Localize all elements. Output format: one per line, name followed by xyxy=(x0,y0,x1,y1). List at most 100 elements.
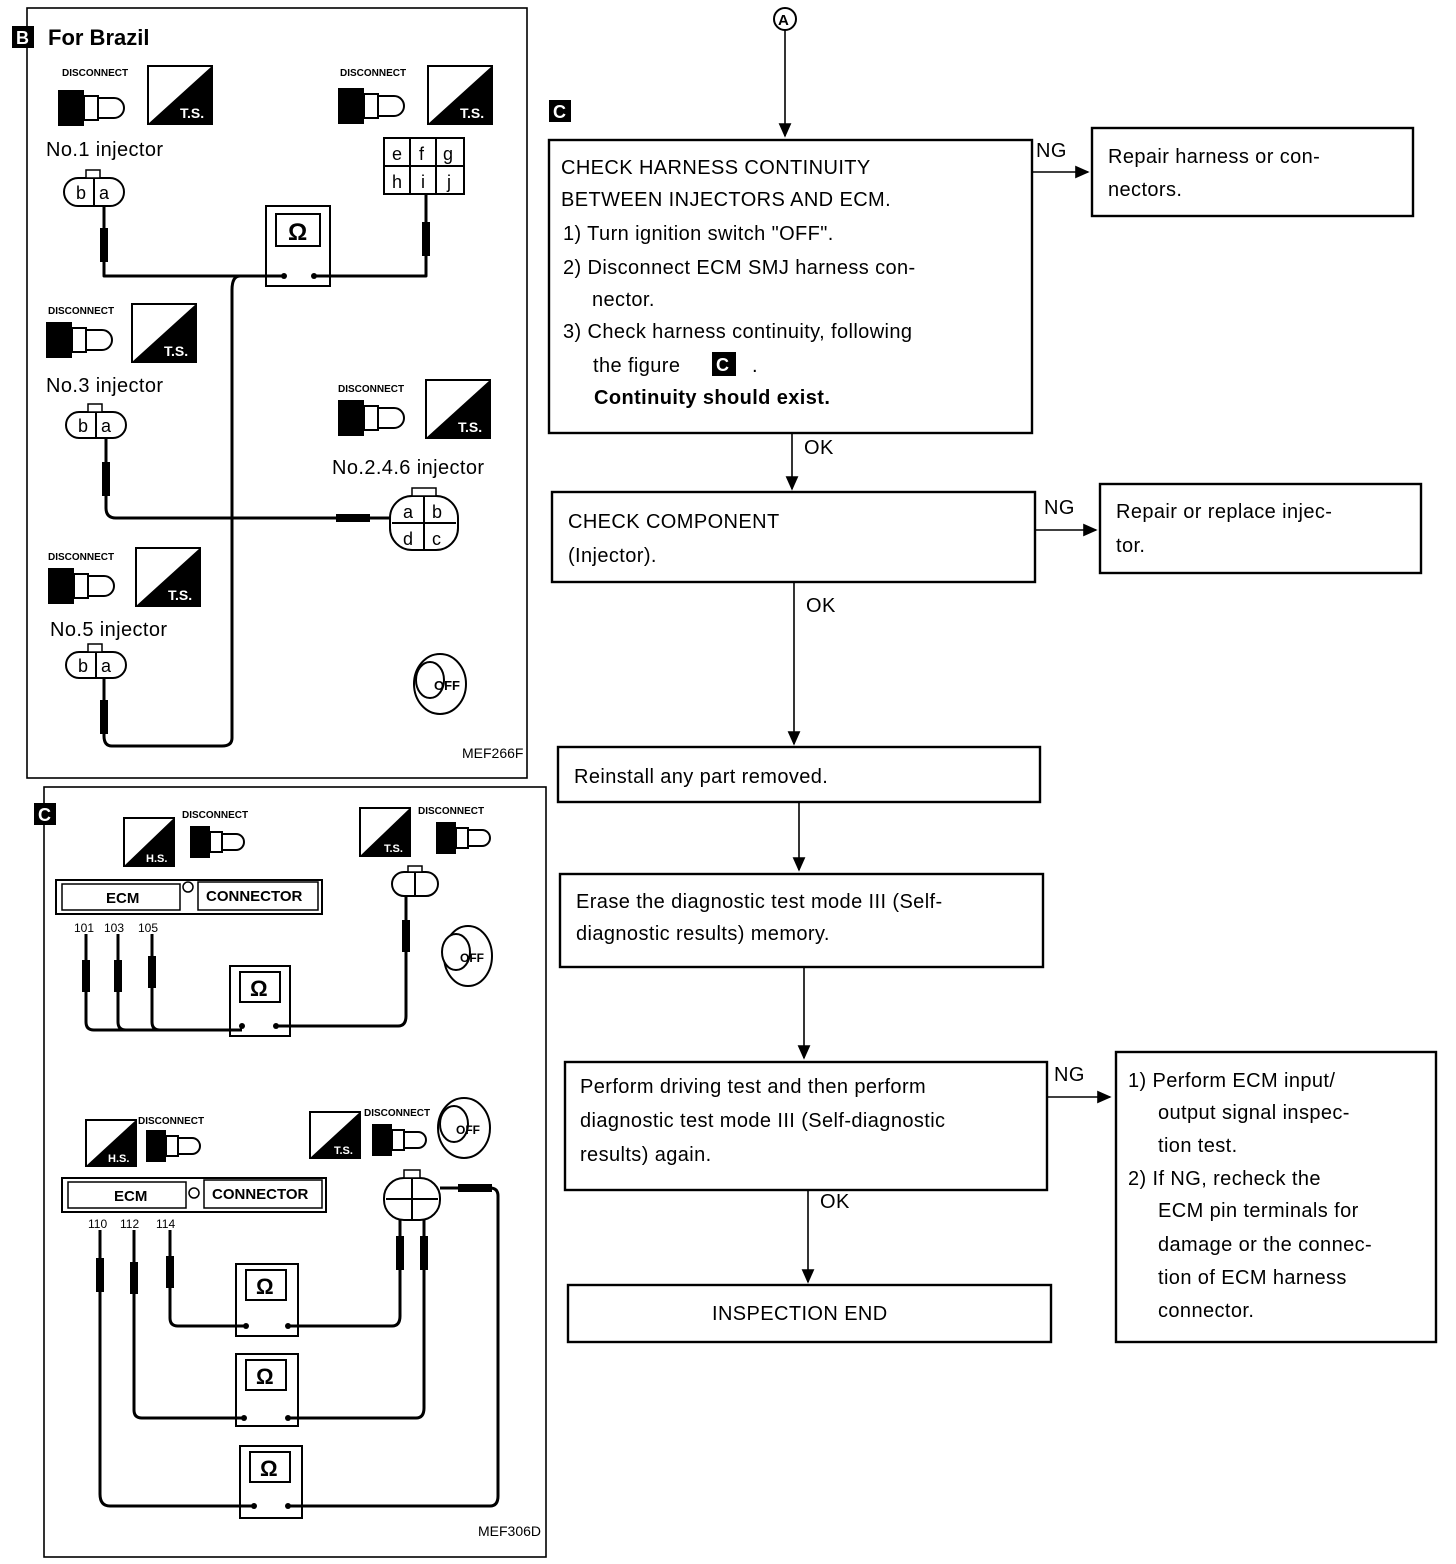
svg-text:.: . xyxy=(752,355,758,377)
svg-text:T.S.: T.S. xyxy=(334,1145,353,1157)
repair-1-box xyxy=(1090,126,1415,218)
panel-c-tag xyxy=(34,803,56,825)
entry-connector: A xyxy=(773,7,797,31)
svg-text:CONNECTOR: CONNECTOR xyxy=(212,1186,309,1203)
step-5-line: Perform driving test and then perform xyxy=(580,1076,926,1098)
step-5-box xyxy=(563,1060,1049,1192)
pin-110: 110 xyxy=(88,1217,107,1231)
step-1-title: CHECK HARNESS CONTINUITY xyxy=(561,157,871,179)
step-1-line: the figure xyxy=(593,355,680,377)
svg-text:OFF: OFF xyxy=(460,951,484,965)
svg-text:a: a xyxy=(101,656,112,676)
end-text: INSPECTION END xyxy=(712,1303,888,1325)
pin-105: 105 xyxy=(138,921,158,935)
svg-text:g: g xyxy=(443,144,453,164)
step-1-line: 3) Check harness continuity, following xyxy=(563,321,912,343)
svg-text:Ω: Ω xyxy=(256,1364,274,1389)
repair-3-box xyxy=(1114,1050,1438,1344)
svg-text:OFF: OFF xyxy=(434,678,460,693)
svg-text:a: a xyxy=(403,502,414,522)
svg-text:C: C xyxy=(716,355,729,375)
step-4-box xyxy=(558,872,1045,969)
svg-text:a: a xyxy=(99,183,110,203)
disconnect-icon: DISCONNECT xyxy=(58,68,128,126)
figure-c-tag xyxy=(712,352,736,376)
panel-c: C H.S. DISCONNECT T.S. DISCONNECT xyxy=(34,786,547,1558)
injector-246-label: No.2.4.6 injector xyxy=(332,457,484,479)
ok-label: OK xyxy=(804,437,834,459)
svg-text:ECM: ECM xyxy=(106,890,139,907)
svg-text:d: d xyxy=(403,529,413,549)
step-1-line: 2) Disconnect ECM SMJ harness con- xyxy=(563,257,916,279)
injector-246-connector: a b d c xyxy=(389,487,459,551)
svg-text:DISCONNECT: DISCONNECT xyxy=(182,810,248,821)
ignition-off-icon: OFF xyxy=(437,1097,491,1159)
repair-3-line: tion of ECM harness xyxy=(1158,1267,1347,1289)
svg-text:Ω: Ω xyxy=(288,219,307,246)
test-tool-icon: T.S. xyxy=(147,65,213,125)
pin-101: 101 xyxy=(74,921,94,935)
svg-text:C: C xyxy=(553,102,566,122)
svg-text:ECM: ECM xyxy=(114,1188,147,1205)
svg-text:DISCONNECT: DISCONNECT xyxy=(62,68,128,79)
injector-3-label: No.3 injector xyxy=(46,375,163,397)
test-tool-icon: T.S. xyxy=(427,65,493,125)
svg-text:DISCONNECT: DISCONNECT xyxy=(48,552,114,563)
step-3-box xyxy=(556,745,1042,804)
svg-text:c: c xyxy=(432,529,441,549)
svg-text:j: j xyxy=(446,172,451,192)
svg-text:i: i xyxy=(421,172,425,192)
ok-label: OK xyxy=(820,1191,850,1213)
repair-2-box xyxy=(1098,482,1423,575)
injector-5-connector: b a xyxy=(65,643,127,679)
svg-text:DISCONNECT: DISCONNECT xyxy=(48,306,114,317)
injector-connector xyxy=(391,865,439,897)
end-box xyxy=(566,1283,1053,1344)
pin-112: 112 xyxy=(120,1217,139,1231)
repair-2-line: Repair or replace injec- xyxy=(1116,501,1332,523)
svg-text:f: f xyxy=(419,144,425,164)
svg-text:T.S.: T.S. xyxy=(460,105,484,121)
ecm-connector-top: ECM CONNECTOR xyxy=(55,879,323,915)
flow-section-tag xyxy=(549,100,571,122)
step-3-text: Reinstall any part removed. xyxy=(574,766,828,788)
disconnect-icon: DISCONNECT xyxy=(364,1108,430,1156)
svg-text:T.S.: T.S. xyxy=(180,105,204,121)
test-tool-icon: T.S. xyxy=(131,303,197,363)
step-5-line: results) again. xyxy=(580,1144,712,1166)
ohmmeter: Ω xyxy=(265,205,331,287)
step-2-line: CHECK COMPONENT xyxy=(568,511,780,533)
test-tool-icon: T.S. xyxy=(309,1111,361,1159)
repair-3-line: tion test. xyxy=(1158,1135,1238,1157)
repair-3-line: output signal inspec- xyxy=(1158,1102,1350,1124)
svg-text:T.S.: T.S. xyxy=(458,419,482,435)
test-tool-icon: T.S. xyxy=(359,807,411,857)
ng-label: NG xyxy=(1054,1064,1085,1086)
panel-b-tag-letter: B xyxy=(16,28,29,48)
svg-text:H.S.: H.S. xyxy=(108,1153,129,1165)
ohmmeter: Ω xyxy=(235,1263,299,1337)
repair-3-line: ECM pin terminals for xyxy=(1158,1200,1359,1222)
flowchart: A C CHECK HARNESS CONTINUITY BETWEEN INJ… xyxy=(547,7,1438,1344)
repair-1-line: Repair harness or con- xyxy=(1108,146,1320,168)
step-1-title-2: BETWEEN INJECTORS AND ECM. xyxy=(561,189,891,211)
panel-b-title: For Brazil xyxy=(48,25,149,50)
svg-text:Ω: Ω xyxy=(256,1274,274,1299)
injector-1-connector: b a xyxy=(63,169,125,207)
ecm-connector-bottom: ECM CONNECTOR xyxy=(61,1177,327,1213)
svg-text:DISCONNECT: DISCONNECT xyxy=(364,1108,430,1119)
disconnect-icon: DISCONNECT xyxy=(46,306,114,358)
repair-3-line: 2) If NG, recheck the xyxy=(1128,1168,1321,1190)
svg-text:T.S.: T.S. xyxy=(164,343,188,359)
step-1-line: 1) Turn ignition switch "OFF". xyxy=(563,223,834,245)
svg-text:Ω: Ω xyxy=(250,976,268,1001)
svg-text:H.S.: H.S. xyxy=(146,853,167,865)
test-tool-icon: T.S. xyxy=(425,379,491,439)
disconnect-icon: DISCONNECT xyxy=(48,552,115,604)
step-4-line: diagnostic results) memory. xyxy=(576,923,830,945)
injector-connector-4pin xyxy=(383,1169,441,1221)
disconnect-icon: DISCONNECT xyxy=(338,68,406,124)
panel-b-code: MEF266F xyxy=(462,745,523,761)
step-1-criteria: Continuity should exist. xyxy=(594,387,830,409)
repair-1-line: nectors. xyxy=(1108,179,1182,201)
